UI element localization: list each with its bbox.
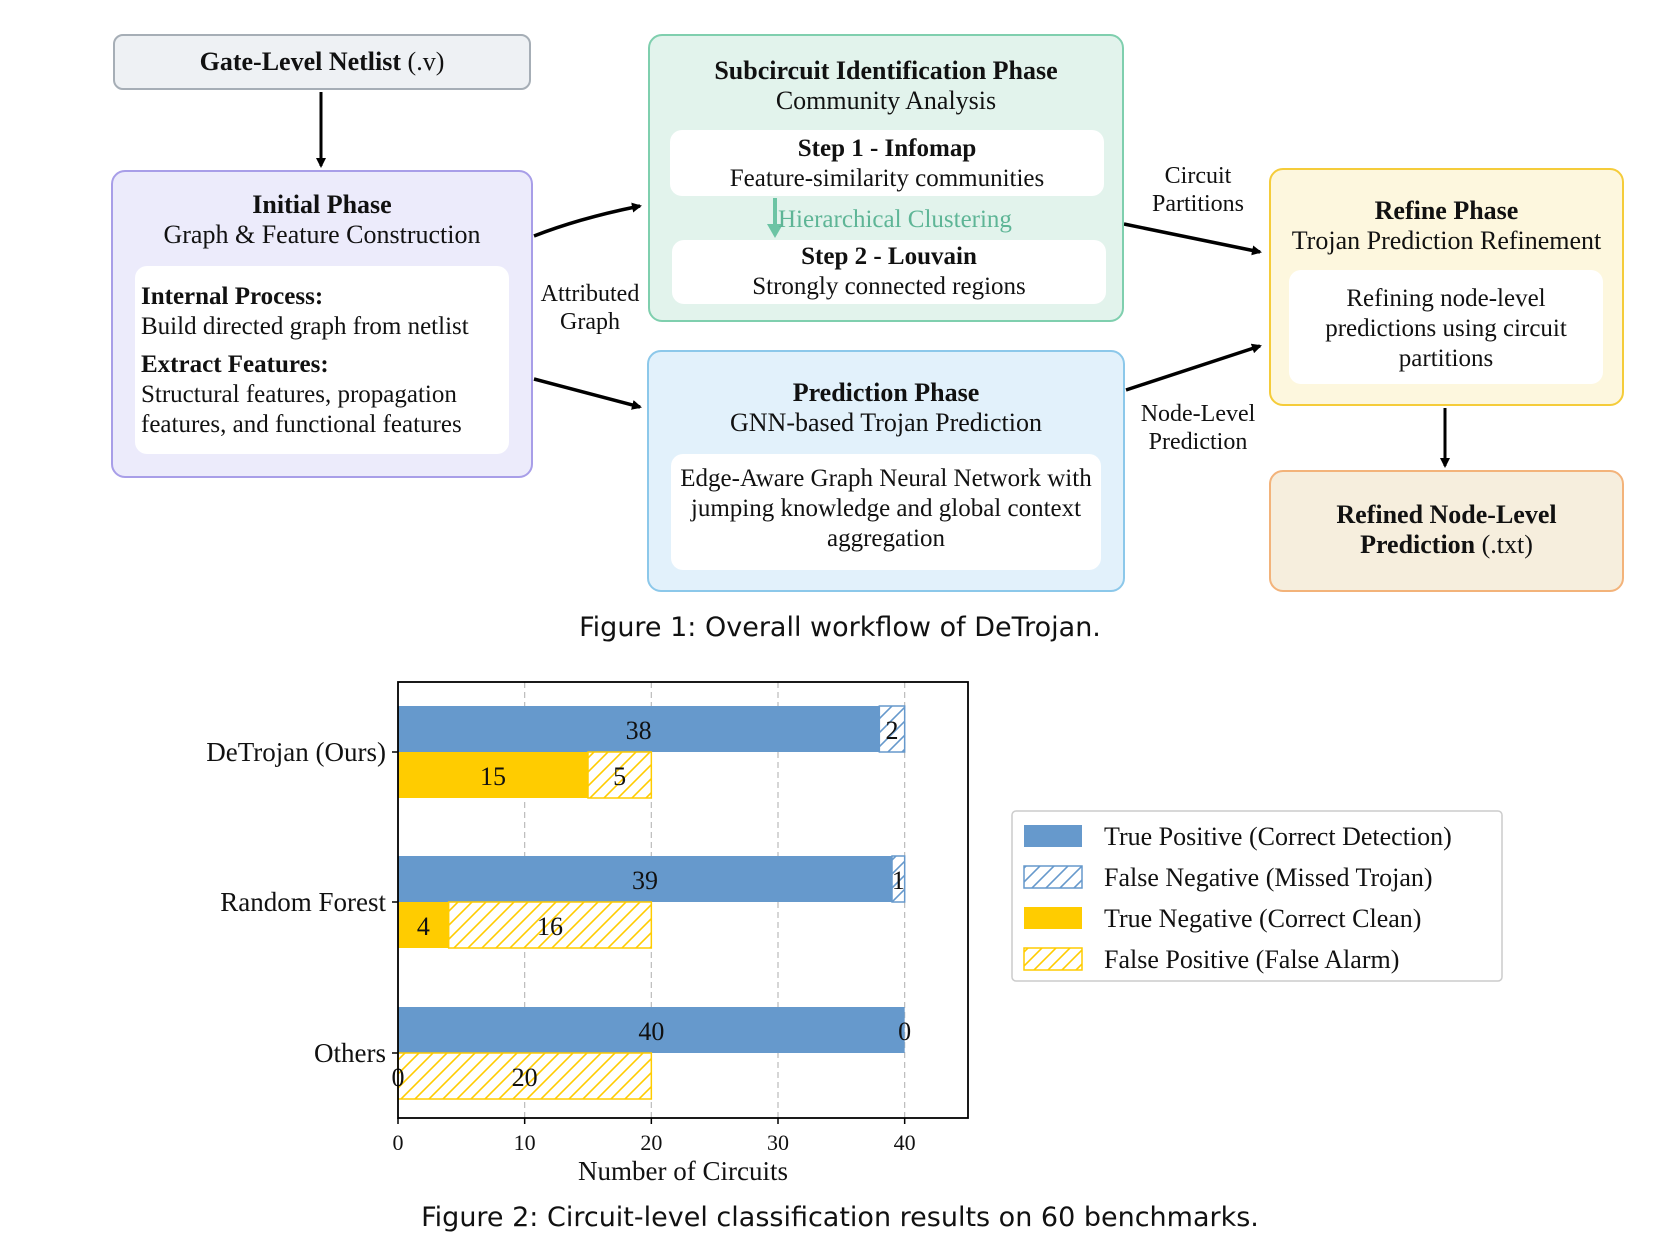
step1-panel: Step 1 - Infomap Feature-similarity comm… [670, 130, 1104, 196]
data-label-false-negative: 1 [892, 866, 905, 895]
data-label-true-positive: 40 [638, 1017, 664, 1046]
arrow-prediction-to-refine [1125, 343, 1262, 392]
classification-chart: 38 2 15 5 DeTrojan (Ours) 39 1 4 16 Random Forest… [206, 681, 1503, 1186]
attributed-graph-label: Attributed Graph [530, 280, 650, 336]
bar-true-positive [398, 1007, 905, 1053]
bar-false-negative [891, 855, 906, 903]
legend-entry: True Positive (Correct Detection) [1104, 822, 1452, 851]
initial-phase-subtitle: Graph & Feature Construction [163, 220, 481, 249]
legend-box [1011, 810, 1503, 982]
refine-phase-title: Refine Phase [1374, 196, 1519, 225]
data-label-false-positive: 5 [613, 762, 626, 791]
initial-phase-title: Initial Phase [252, 190, 392, 219]
gnn-panel: Edge-Aware Graph Neural Network with jum… [671, 454, 1101, 570]
y-tick-label: Random Forest [220, 887, 386, 917]
x-tick-label: 30 [767, 1130, 789, 1155]
data-label-false-negative: 0 [898, 1017, 911, 1046]
y-tick-label: DeTrojan (Ours) [206, 737, 386, 767]
legend-entry: True Negative (Correct Clean) [1104, 904, 1421, 933]
refine-text-1: Refining node-level [1346, 285, 1546, 312]
data-label-true-negative: 4 [417, 912, 430, 941]
gnn-text-1: Edge-Aware Graph Neural Network with [680, 465, 1092, 492]
netlist-label: Gate-Level Netlist [199, 47, 402, 76]
data-label-false-positive: 16 [537, 912, 563, 941]
legend-swatch [1024, 825, 1082, 847]
figure1-caption: Figure 1: Overall workflow of DeTrojan. [579, 612, 1101, 643]
legend-entry: False Negative (Missed Trojan) [1104, 863, 1433, 892]
refine-text-3: partitions [1398, 345, 1494, 372]
clustering-arrow [767, 198, 783, 238]
bar-true-positive [398, 856, 892, 902]
x-tick-label: 20 [640, 1130, 662, 1155]
step2-title: Step 2 - Louvain [801, 243, 977, 270]
extract-features-text-1: Structural features, propagation [141, 381, 457, 408]
output-box: Refined Node-Level Prediction (.txt) [1269, 470, 1624, 592]
internal-process-text: Build directed graph from netlist [141, 313, 469, 340]
bar-true-positive [398, 706, 880, 752]
plot-frame [397, 681, 969, 1119]
gnn-text-2: jumping knowledge and global context [690, 495, 1082, 522]
bar-false-positive [447, 901, 653, 949]
arrow-subcircuit-to-refine [1123, 222, 1262, 256]
legend-swatch [1024, 907, 1082, 929]
prediction-phase-box: Prediction Phase GNN-based Trojan Predic… [647, 350, 1125, 592]
circuit-partitions-label: Circuit Partitions [1138, 162, 1258, 218]
x-axis-label: Number of Circuits [578, 1156, 788, 1186]
data-label-false-positive: 20 [512, 1063, 538, 1092]
refine-phase-box: Refine Phase Trojan Prediction Refinemen… [1269, 168, 1624, 406]
legend-swatch [1023, 947, 1083, 971]
refine-phase-subtitle: Trojan Prediction Refinement [1291, 226, 1602, 255]
refine-text-2: predictions using circuit [1325, 315, 1567, 342]
output-line-2: Prediction [1360, 530, 1476, 559]
x-tick-label: 0 [393, 1130, 404, 1155]
attributed-label-2: Graph [560, 309, 620, 335]
refine-panel: Refining node-level predictions using ci… [1289, 270, 1603, 384]
subcircuit-phase-title: Subcircuit Identification Phase [714, 56, 1058, 85]
internal-process-heading: Internal Process: [141, 283, 324, 310]
output-ext: (.txt) [1475, 530, 1533, 559]
figure2-caption: Figure 2: Circuit-level classification r… [421, 1202, 1259, 1233]
circuit-label-2: Partitions [1151, 191, 1244, 217]
x-tick-label: 10 [514, 1130, 536, 1155]
subcircuit-phase-box: Subcircuit Identification Phase Communit… [648, 34, 1124, 322]
data-label-false-negative: 2 [886, 716, 899, 745]
data-label-true-positive: 38 [626, 716, 652, 745]
y-tick-label: Others [314, 1038, 386, 1068]
node-label-1: Node-Level [1140, 401, 1256, 427]
step2-panel: Step 2 - Louvain Strongly connected regi… [672, 240, 1106, 304]
data-label-true-positive: 39 [632, 866, 658, 895]
prediction-phase-title: Prediction Phase [792, 378, 980, 407]
bar-true-negative [398, 752, 588, 798]
subcircuit-phase-subtitle: Community Analysis [775, 86, 997, 115]
initial-phase-box: Initial Phase Graph & Feature Constructi… [111, 170, 533, 478]
node-label-2: Prediction [1148, 429, 1248, 455]
step1-text: Feature-similarity communities [729, 165, 1045, 192]
bar-false-negative [878, 705, 906, 753]
clustering-label: Hierarchical Clustering [778, 206, 1012, 233]
extract-features-text-2: features, and functional features [141, 411, 462, 438]
arrow-initial-to-subcircuit [533, 202, 642, 238]
x-tick-label: 40 [894, 1130, 916, 1155]
step2-text: Strongly connected regions [752, 273, 1026, 300]
circuit-label-1: Circuit [1164, 163, 1232, 189]
netlist-box: Gate-Level Netlist (.v) [113, 34, 531, 90]
legend-swatch [1023, 865, 1083, 889]
node-level-prediction-label: Node-Level Prediction [1130, 400, 1266, 456]
prediction-phase-subtitle: GNN-based Trojan Prediction [730, 408, 1042, 437]
bar-true-negative [398, 902, 449, 948]
output-line-1: Refined Node-Level [1336, 500, 1557, 529]
bar-false-positive [587, 751, 653, 799]
initial-process-panel: Internal Process: Build directed graph f… [135, 266, 509, 454]
data-label-true-negative: 15 [480, 762, 506, 791]
arrow-initial-to-prediction [533, 377, 642, 410]
legend-entry: False Positive (False Alarm) [1104, 945, 1399, 974]
netlist-ext: (.v) [401, 47, 445, 76]
attributed-label-1: Attributed [540, 281, 640, 307]
gnn-text-3: aggregation [826, 525, 945, 552]
extract-features-heading: Extract Features: [141, 351, 329, 378]
workflow-arrows [316, 92, 1450, 468]
step1-title: Step 1 - Infomap [797, 135, 977, 162]
